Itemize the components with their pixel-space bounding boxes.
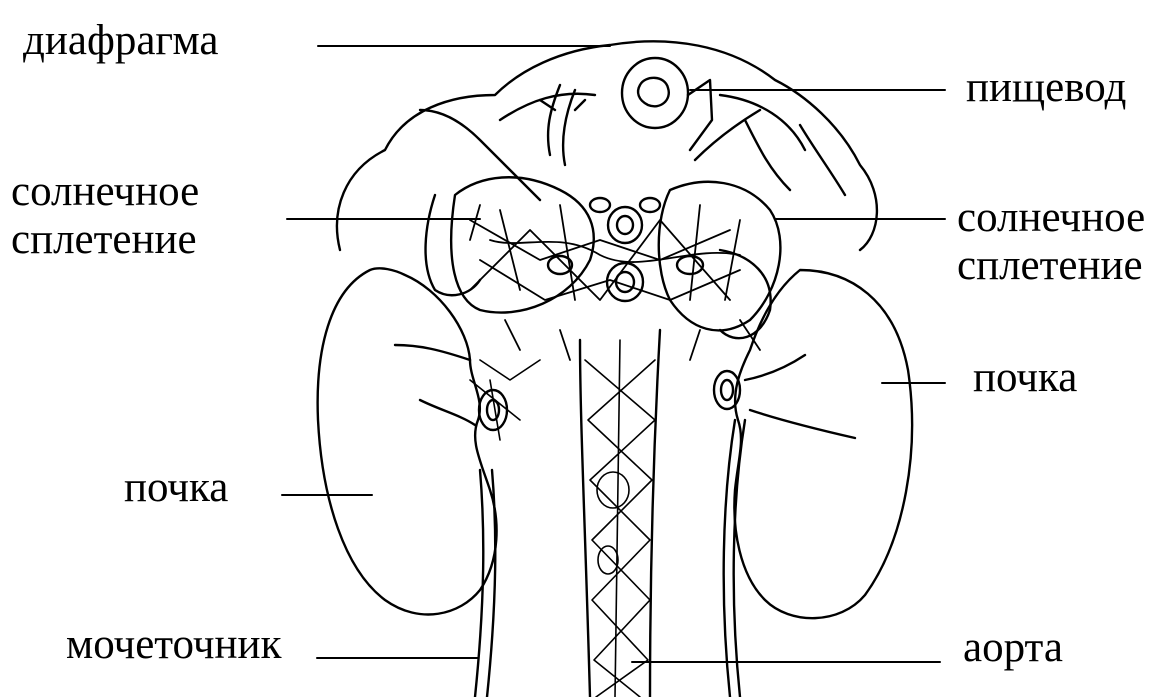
label-solar-plexus-left-line-2: сплетение	[11, 216, 199, 264]
kidney-left-hilum	[395, 345, 475, 425]
ureter-right-2	[734, 420, 745, 697]
label-diaphragm: диафрагма	[23, 17, 219, 65]
label-solar-plexus-left-line-1: солнечное	[11, 168, 199, 216]
label-aorta: аорта	[963, 624, 1063, 672]
right-adrenal	[720, 250, 771, 338]
esophagus-lumen	[638, 78, 669, 106]
label-kidney-left: почка	[124, 464, 228, 512]
label-kidney-right: почка	[973, 354, 1077, 402]
kidney-left-outline	[318, 268, 497, 614]
label-ureter: мочеточник	[66, 621, 281, 669]
vessel-top-right	[745, 120, 845, 195]
diaphragm-inner-left	[420, 110, 540, 200]
label-solar-plexus-right-line-1: солнечное	[957, 194, 1145, 242]
ureter-left	[475, 470, 483, 697]
aorta-outline-right	[650, 330, 660, 697]
kidney-right-outline	[734, 270, 912, 618]
ganglion-5	[590, 198, 610, 212]
renal-vessel-left-inner	[487, 400, 499, 420]
esophagus-circle	[622, 58, 688, 128]
ganglion-3	[548, 256, 572, 274]
ganglion-1-inner	[617, 216, 633, 234]
diaphragm-inner-right	[695, 110, 760, 160]
plexus-right-mass	[659, 182, 781, 331]
ureter-left-2	[487, 470, 495, 697]
diaphragm-fold-2	[720, 95, 805, 150]
ganglion-6	[640, 198, 660, 212]
label-solar-plexus-left: солнечное сплетение	[11, 168, 199, 264]
label-esophagus: пищевод	[966, 64, 1126, 112]
renal-vessel-right-inner	[721, 380, 733, 400]
aorta-outline-left	[580, 340, 590, 697]
aorta-network	[585, 340, 655, 697]
ganglion-1	[608, 207, 642, 243]
kidney-right-hilum	[745, 355, 855, 438]
leader-lines	[282, 46, 945, 662]
diaphragm-fold	[500, 94, 595, 120]
label-solar-plexus-right-line-2: сплетение	[957, 242, 1145, 290]
label-solar-plexus-right: солнечное сплетение	[957, 194, 1145, 290]
